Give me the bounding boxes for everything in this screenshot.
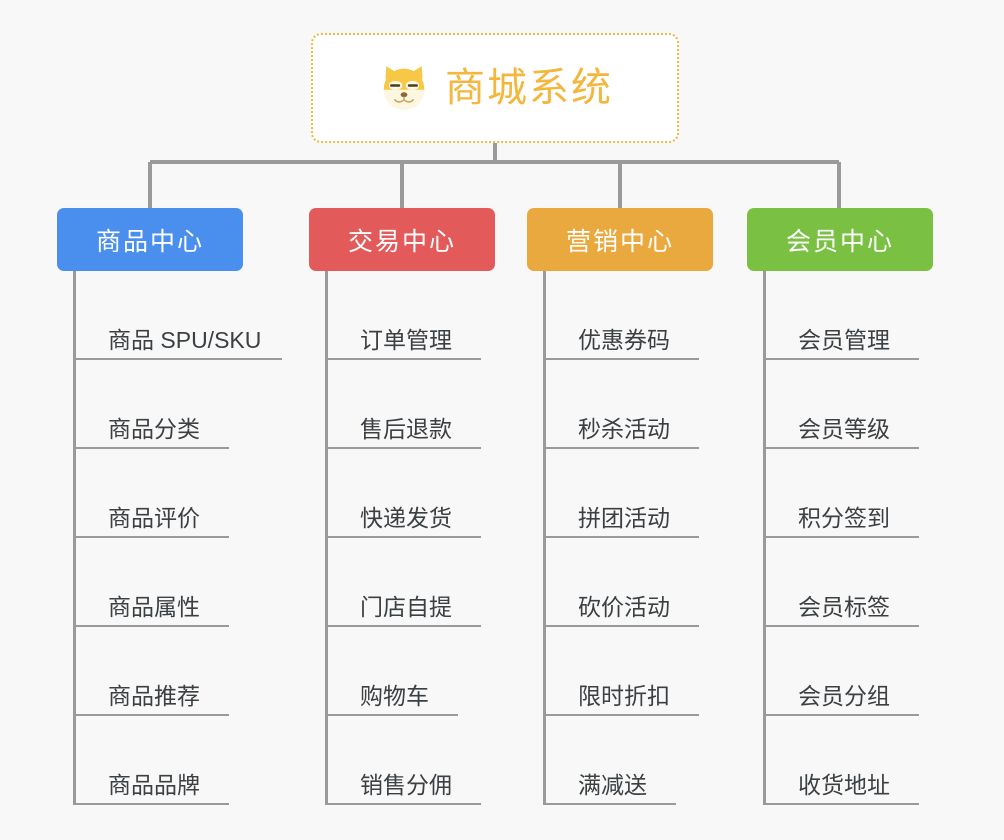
leaf-label: 快递发货 [360, 504, 452, 531]
leaf-label: 会员等级 [798, 415, 890, 442]
leaf-underline [328, 536, 481, 538]
leaf-label: 订单管理 [360, 326, 452, 353]
list-item[interactable]: 秒杀活动 [546, 360, 713, 449]
leaf-underline [766, 714, 919, 716]
shiba-dog-face-icon [383, 66, 425, 110]
leaf-label: 秒杀活动 [578, 415, 670, 442]
leaf-label: 商品分类 [108, 415, 200, 442]
leaf-underline [328, 358, 481, 360]
leaf-underline [766, 803, 919, 805]
leaf-underline [76, 714, 229, 716]
leaf-label: 收货地址 [798, 771, 890, 798]
list-item[interactable]: 积分签到 [766, 449, 933, 538]
list-item[interactable]: 订单管理 [328, 271, 495, 360]
leaf-label: 积分签到 [798, 504, 890, 531]
root-node[interactable]: 商城系统 [311, 33, 679, 143]
leaf-underline [766, 447, 919, 449]
list-item[interactable]: 优惠券码 [546, 271, 713, 360]
branch-交易中心: 交易中心 订单管理 售后退款 快递发货 门店自提 购物车 [309, 208, 495, 805]
leaf-underline [328, 803, 481, 805]
branch-header-label: 营销中心 [565, 227, 674, 256]
branch-header-3[interactable]: 会员中心 [747, 208, 933, 271]
leaf-label: 购物车 [360, 682, 429, 709]
leaf-label: 售后退款 [360, 415, 452, 442]
leaf-underline [328, 714, 458, 716]
list-item[interactable]: 销售分佣 [328, 716, 495, 805]
list-item[interactable]: 购物车 [328, 627, 495, 716]
leaf-label: 拼团活动 [578, 504, 670, 531]
leaf-label: 会员管理 [798, 326, 890, 353]
leaf-list-2: 优惠券码 秒杀活动 拼团活动 砍价活动 限时折扣 满减送 [543, 271, 713, 805]
leaf-list-0: 商品 SPU/SKU 商品分类 商品评价 商品属性 商品推荐 商品品牌 [73, 271, 282, 805]
leaf-underline [546, 803, 676, 805]
root-title: 商城系统 [445, 66, 613, 110]
leaf-underline [328, 447, 481, 449]
list-item[interactable]: 满减送 [546, 716, 713, 805]
list-item[interactable]: 商品评价 [76, 449, 243, 538]
leaf-list-1: 订单管理 售后退款 快递发货 门店自提 购物车 销售分佣 [325, 271, 495, 805]
leaf-underline [76, 803, 229, 805]
leaf-underline [328, 625, 481, 627]
list-item[interactable]: 会员分组 [766, 627, 933, 716]
list-item[interactable]: 会员标签 [766, 538, 933, 627]
list-item[interactable]: 商品 SPU/SKU [76, 271, 282, 360]
leaf-label: 商品属性 [108, 593, 200, 620]
list-item[interactable]: 商品品牌 [76, 716, 243, 805]
leaf-label: 商品品牌 [108, 771, 200, 798]
list-item[interactable]: 门店自提 [328, 538, 495, 627]
leaf-label: 门店自提 [360, 593, 452, 620]
leaf-underline [546, 714, 699, 716]
list-item[interactable]: 快递发货 [328, 449, 495, 538]
leaf-label: 满减送 [578, 771, 647, 798]
leaf-label: 限时折扣 [578, 682, 670, 709]
list-item[interactable]: 商品分类 [76, 360, 243, 449]
list-item[interactable]: 限时折扣 [546, 627, 713, 716]
leaf-label: 会员标签 [798, 593, 890, 620]
branch-header-0[interactable]: 商品中心 [57, 208, 243, 271]
branch-header-label: 商品中心 [95, 227, 204, 256]
leaf-underline [76, 536, 229, 538]
leaf-underline [766, 536, 919, 538]
branch-header-label: 会员中心 [785, 227, 894, 256]
list-item[interactable]: 商品属性 [76, 538, 243, 627]
leaf-underline [76, 447, 229, 449]
leaf-underline [546, 358, 699, 360]
leaf-label: 销售分佣 [360, 771, 452, 798]
branch-会员中心: 会员中心 会员管理 会员等级 积分签到 会员标签 会员分组 [747, 208, 933, 805]
branch-商品中心: 商品中心 商品 SPU/SKU 商品分类 商品评价 商品属性 商品推荐 [57, 208, 282, 805]
list-item[interactable]: 售后退款 [328, 360, 495, 449]
list-item[interactable]: 会员管理 [766, 271, 933, 360]
leaf-label: 商品推荐 [108, 682, 200, 709]
leaf-label: 砍价活动 [578, 593, 670, 620]
list-item[interactable]: 收货地址 [766, 716, 933, 805]
leaf-underline [766, 358, 919, 360]
leaf-label: 优惠券码 [578, 326, 670, 353]
list-item[interactable]: 砍价活动 [546, 538, 713, 627]
list-item[interactable]: 会员等级 [766, 360, 933, 449]
branch-营销中心: 营销中心 优惠券码 秒杀活动 拼团活动 砍价活动 限时折扣 [527, 208, 713, 805]
leaf-label: 会员分组 [798, 682, 890, 709]
leaf-underline [546, 625, 699, 627]
leaf-list-3: 会员管理 会员等级 积分签到 会员标签 会员分组 收货地址 [763, 271, 933, 805]
leaf-underline [546, 536, 699, 538]
leaf-underline [766, 625, 919, 627]
leaf-underline [76, 358, 282, 360]
branch-header-2[interactable]: 营销中心 [527, 208, 713, 271]
leaf-underline [546, 447, 699, 449]
leaf-underline [76, 625, 229, 627]
branch-header-label: 交易中心 [347, 227, 456, 256]
list-item[interactable]: 拼团活动 [546, 449, 713, 538]
leaf-label: 商品 SPU/SKU [108, 326, 262, 353]
list-item[interactable]: 商品推荐 [76, 627, 243, 716]
branch-header-1[interactable]: 交易中心 [309, 208, 495, 271]
leaf-label: 商品评价 [108, 504, 200, 531]
